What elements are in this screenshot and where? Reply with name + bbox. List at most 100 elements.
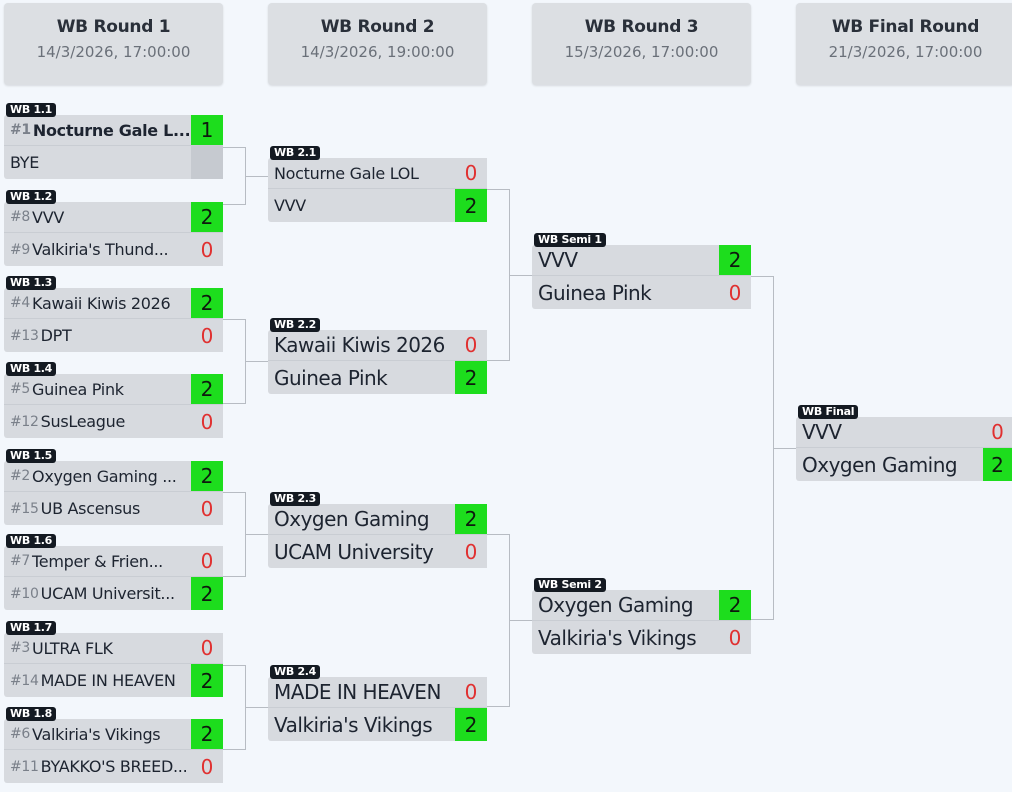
team-seed: #5 (10, 381, 31, 397)
bracket-connector (246, 361, 268, 362)
match-label: WB Semi 1 (534, 233, 606, 247)
bracket-connector (223, 147, 246, 205)
team-name-text: Oxygen Gaming ... (32, 466, 177, 486)
bracket-connector (510, 275, 532, 276)
team-row[interactable]: Guinea Pink 0 (532, 276, 751, 309)
team-name-text: ULTRA FLK (32, 638, 113, 658)
round-header-2: WB Round 2 14/3/2026, 19:00:00 (268, 3, 487, 85)
team-score: 0 (191, 546, 223, 576)
match-wb-2-3[interactable]: WB 2.3 Oxygen Gaming 2 UCAM University 0 (268, 492, 487, 568)
team-row[interactable]: Nocturne Gale LOL 0 (268, 158, 487, 189)
team-row[interactable]: MADE IN HEAVEN 0 (268, 677, 487, 708)
team-name-text: SusLeague (40, 412, 126, 431)
team-seed: #13 (10, 327, 39, 344)
team-name: UCAM University (274, 539, 434, 564)
team-name: VVV (802, 420, 842, 444)
team-row[interactable]: Valkiria's Vikings 2 (268, 708, 487, 741)
bracket-connector (487, 189, 510, 361)
team-row[interactable]: VVV 2 (268, 189, 487, 222)
team-name: Nocturne Gale LOL (274, 163, 419, 183)
round-date: 14/3/2026, 17:00:00 (36, 43, 191, 61)
team-name-text: Guinea Pink (32, 379, 124, 399)
round-title: WB Round 2 (320, 17, 435, 37)
team-name: Oxygen Gaming (802, 452, 958, 477)
match-wb-semi-1[interactable]: WB Semi 1 VVV 2 Guinea Pink 0 (532, 233, 751, 309)
team-score: 0 (455, 330, 487, 360)
match-wb-2-4[interactable]: WB 2.4 MADE IN HEAVEN 0 Valkiria's Vikin… (268, 665, 487, 741)
match-label: WB 1.6 (6, 534, 57, 548)
bracket-connector (510, 620, 532, 621)
team-row[interactable]: Guinea Pink 2 (268, 361, 487, 394)
team-score: 2 (191, 461, 223, 491)
team-score: 2 (191, 374, 223, 404)
team-row[interactable]: Oxygen Gaming 2 (796, 448, 1012, 481)
team-row[interactable]: VVV 2 (532, 245, 751, 276)
team-row[interactable]: Valkiria's Vikings 0 (532, 621, 751, 654)
team-name: Kawaii Kiwis 2026 (274, 333, 445, 357)
team-row[interactable]: UCAM University 0 (268, 535, 487, 568)
match-wb-2-2[interactable]: WB 2.2 Kawaii Kiwis 2026 0 Guinea Pink 2 (268, 318, 487, 394)
team-score: 1 (191, 115, 223, 145)
team-name: Guinea Pink (538, 280, 652, 305)
team-score: 2 (455, 189, 487, 222)
team-name-text: MADE IN HEAVEN (40, 671, 176, 690)
team-score (191, 146, 223, 179)
team-score: 2 (191, 664, 223, 697)
team-name-text: BYE (10, 153, 40, 172)
team-name-text: Nocturne Gale L... (32, 120, 189, 140)
round-date: 15/3/2026, 17:00:00 (564, 43, 719, 61)
team-row[interactable]: BYE (4, 146, 223, 179)
team-row[interactable]: VVV 0 (796, 417, 1012, 448)
round-header-1: WB Round 1 14/3/2026, 17:00:00 (4, 3, 223, 85)
team-row[interactable]: Kawaii Kiwis 2026 0 (268, 330, 487, 361)
bracket-connector (751, 276, 774, 620)
bracket-connector (223, 319, 246, 404)
round-title: WB Final Round (831, 17, 980, 37)
team-score: 2 (983, 448, 1012, 481)
team-score: 0 (191, 492, 223, 525)
team-score: 2 (191, 577, 223, 610)
match-wb-2-1[interactable]: WB 2.1 Nocturne Gale LOL 0 VVV 2 (268, 146, 487, 222)
match-wb-semi-2[interactable]: WB Semi 2 Oxygen Gaming 2 Valkiria's Vik… (532, 578, 751, 654)
team-score: 2 (191, 202, 223, 232)
team-row[interactable]: Oxygen Gaming 2 (532, 590, 751, 621)
team-score: 0 (455, 158, 487, 188)
team-score: 0 (983, 417, 1012, 447)
match-label: WB 2.1 (270, 146, 321, 160)
team-name-text: Valkiria's Vikings (32, 724, 161, 744)
team-score: 2 (719, 245, 751, 275)
team-score: 0 (191, 319, 223, 352)
match-wb-final[interactable]: WB Final VVV 0 Oxygen Gaming 2 (796, 405, 1012, 481)
team-row[interactable]: Oxygen Gaming 2 (268, 504, 487, 535)
